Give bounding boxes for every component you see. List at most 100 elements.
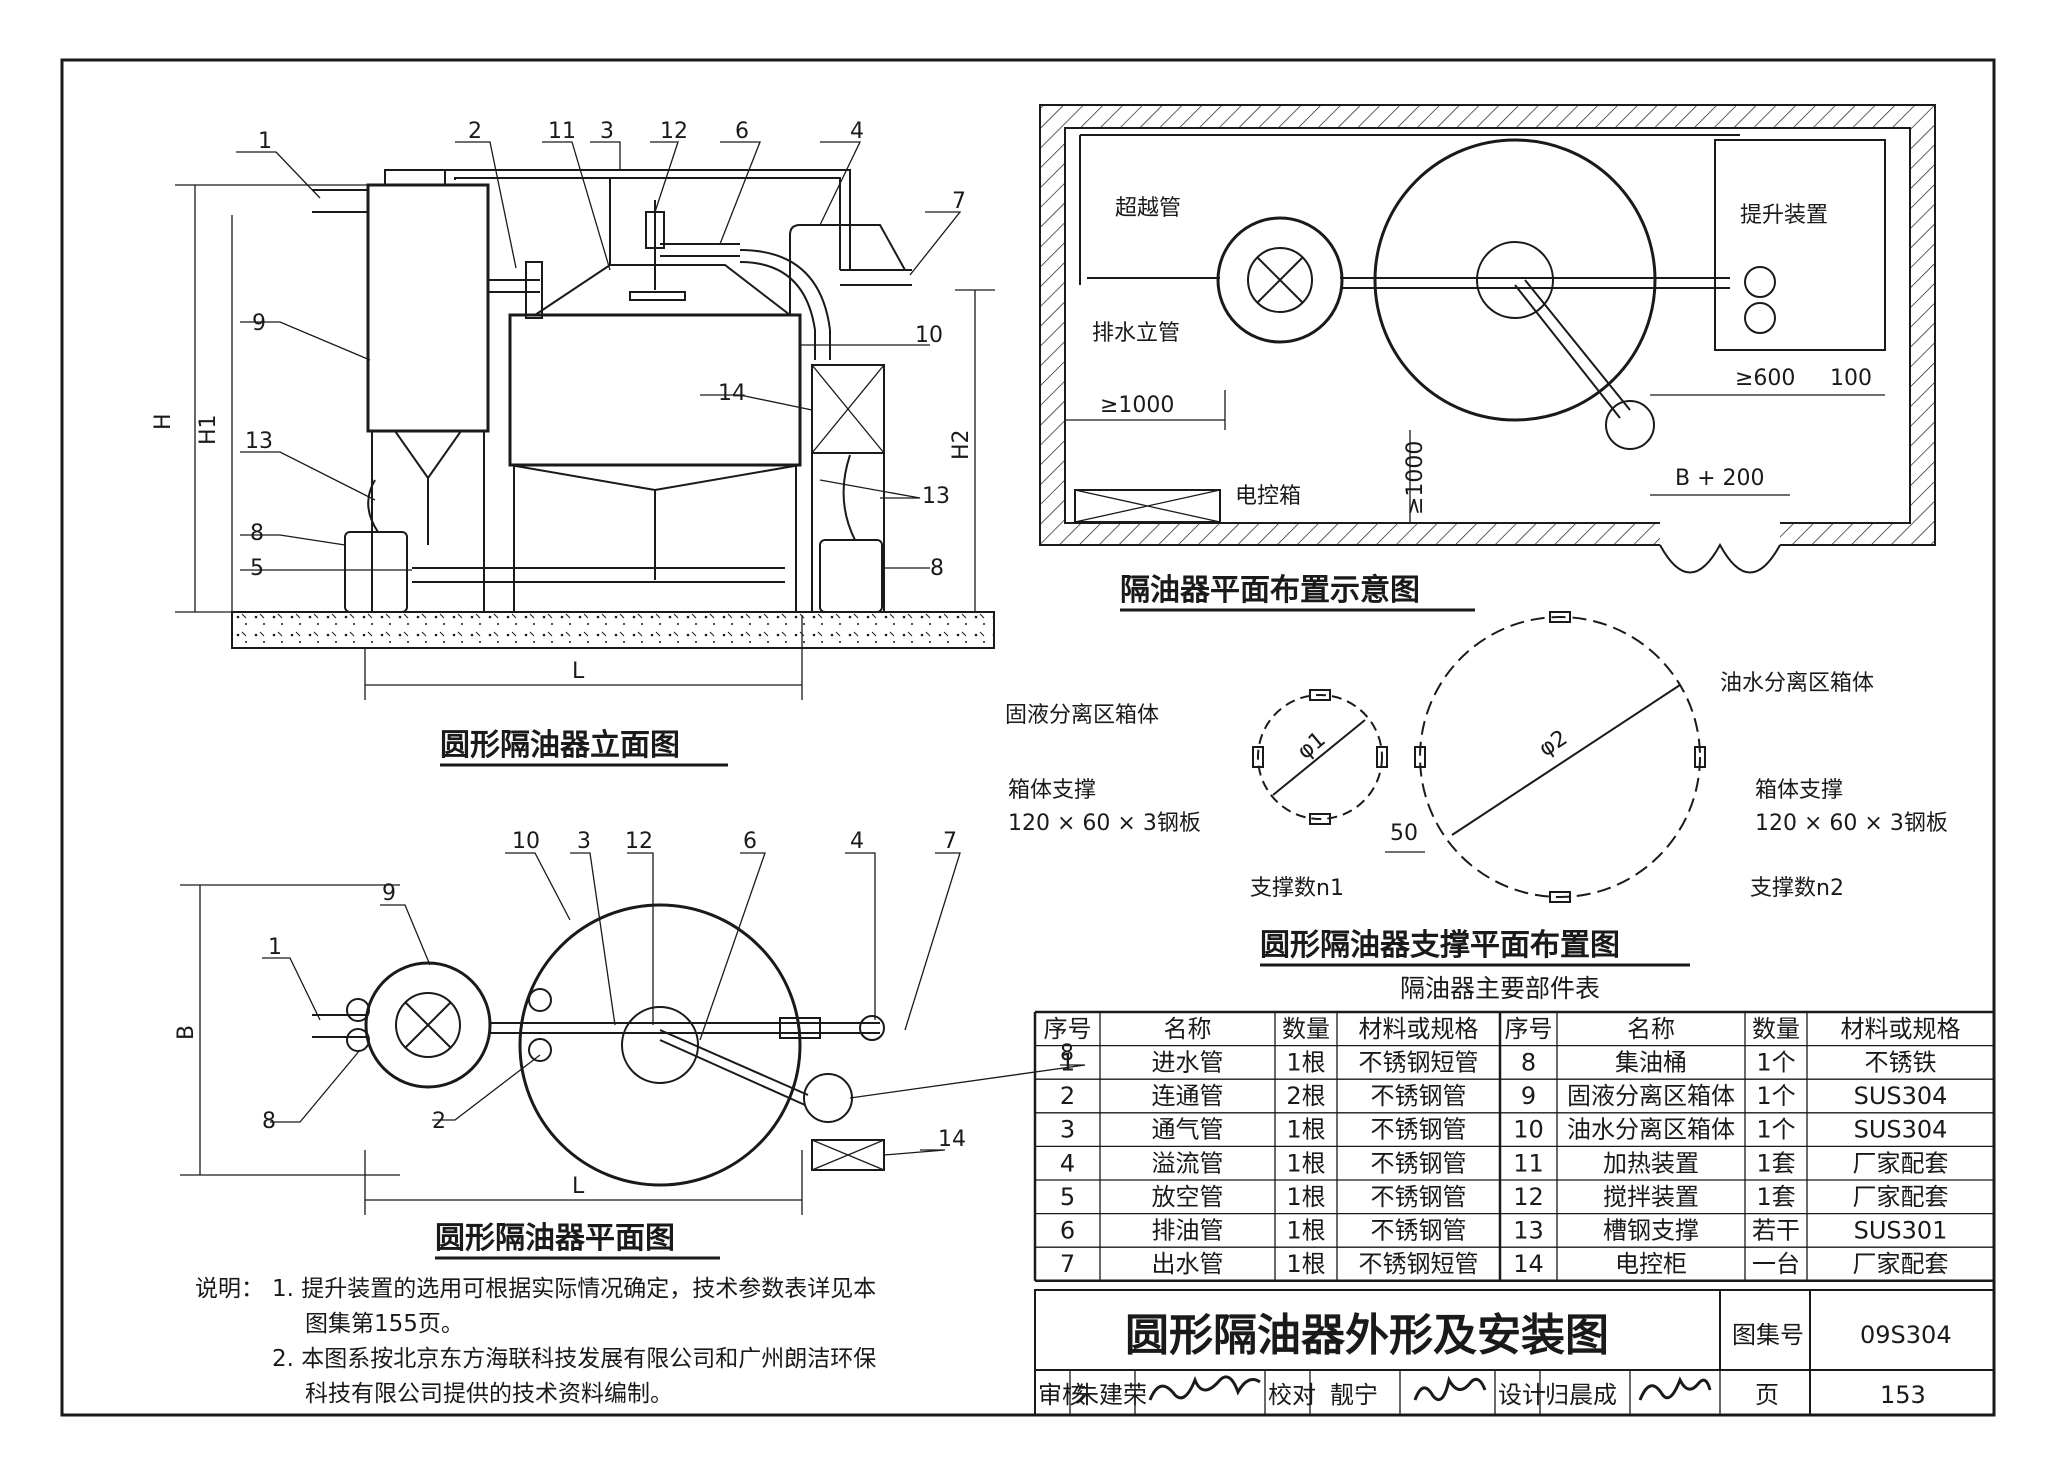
- label-n1: 支撑数n1: [1250, 876, 1344, 901]
- oil-bucket-right: [819, 539, 883, 613]
- label-support-left-spec: 120 × 60 × 3钢板: [1008, 811, 1201, 836]
- dim-b200: B + 200: [1675, 466, 1765, 491]
- table-cell: 1个: [1756, 1116, 1795, 1144]
- sheet-border: [60, 58, 1996, 1417]
- note-2b: 科技有限公司提供的技术资料编制。: [305, 1381, 673, 1407]
- oil-drain-plan: [659, 1029, 809, 1096]
- table-header-cell: 数量: [1282, 1015, 1330, 1043]
- atlas-number: 09S304: [1860, 1321, 1952, 1349]
- page-label: 页: [1755, 1381, 1779, 1409]
- callout-12: 12: [660, 119, 688, 144]
- room-wall-inner: [1064, 127, 1911, 524]
- designer-name: 归晨成: [1545, 1381, 1617, 1409]
- label-support-right: 箱体支撑: [1755, 778, 1843, 803]
- table-cell: 不锈钢管: [1371, 1216, 1467, 1244]
- table-cell: 7: [1060, 1250, 1075, 1278]
- atlas-label: 图集号: [1732, 1321, 1804, 1349]
- callout-8-left: 8: [250, 521, 264, 546]
- oil-water-tank: [508, 313, 802, 467]
- overflow-pipe: [789, 224, 910, 315]
- table-cell: 厂家配套: [1853, 1250, 1949, 1278]
- table-header-cell: 序号: [1044, 1015, 1092, 1043]
- table-cell: 搅拌装置: [1603, 1183, 1699, 1211]
- table-cell: 油水分离区箱体: [1567, 1116, 1735, 1144]
- table-cell: 放空管: [1152, 1183, 1224, 1211]
- callout-5: 5: [250, 556, 264, 581]
- table-cell: 1根: [1286, 1183, 1325, 1211]
- table-cell: 1根: [1286, 1116, 1325, 1144]
- table-cell: 1根: [1286, 1250, 1325, 1278]
- callout-13-right: 13: [922, 484, 950, 509]
- layout-oil-bucket: [1605, 400, 1655, 450]
- table-cell: 14: [1513, 1250, 1544, 1278]
- table-cell: 10: [1513, 1116, 1544, 1144]
- table-header-cell: 名称: [1164, 1015, 1212, 1043]
- title-block: 圆形隔油器外形及安装图 图集号 09S304 审核 朱建荣 校对 靓宁 设计 归…: [1034, 1289, 1995, 1416]
- drawing-title: 圆形隔油器外形及安装图: [1125, 1310, 1609, 1361]
- callout-2: 2: [468, 119, 482, 144]
- table-cell: 1根: [1286, 1149, 1325, 1177]
- table-cell: 加热装置: [1603, 1149, 1699, 1177]
- plan-callout-2: 2: [432, 1109, 446, 1134]
- table-cell: 固液分离区箱体: [1567, 1082, 1735, 1110]
- note-1b: 图集第155页。: [305, 1311, 464, 1337]
- lift-device-box: [1714, 139, 1886, 351]
- plan-callout-8-left: 8: [262, 1109, 276, 1134]
- review-label: 审核: [1038, 1381, 1086, 1409]
- callout-1: 1: [258, 129, 272, 154]
- table-cell: 进水管: [1152, 1048, 1224, 1076]
- note-1a: 1. 提升装置的选用可根据实际情况确定，技术参数表详见本: [272, 1276, 876, 1302]
- table-cell: 出水管: [1152, 1250, 1224, 1278]
- table-cell: 通气管: [1152, 1116, 1224, 1144]
- label-n2: 支撑数n2: [1750, 876, 1844, 901]
- callout-3: 3: [600, 119, 614, 144]
- solid-liquid-tank: [366, 183, 490, 433]
- table-header-cell: 材料或规格: [1841, 1015, 1961, 1043]
- callout-10: 10: [915, 323, 943, 348]
- table-cell: 连通管: [1152, 1082, 1224, 1110]
- plan-callout-1: 1: [268, 935, 282, 960]
- table-header-cell: 材料或规格: [1359, 1015, 1479, 1043]
- table-cell: 电控柜: [1615, 1250, 1687, 1278]
- table-header-cell: 名称: [1627, 1015, 1675, 1043]
- table-cell: 排油管: [1152, 1216, 1224, 1244]
- table-cell: 11: [1513, 1149, 1544, 1177]
- callout-14: 14: [718, 381, 746, 406]
- plan-callout-6: 6: [743, 829, 757, 854]
- layout-oil-tank: [1373, 138, 1657, 422]
- plan-title: 圆形隔油器平面图: [435, 1221, 675, 1256]
- layout-control-box: [1074, 489, 1221, 523]
- table-cell: SUS301: [1854, 1216, 1948, 1244]
- table-cell: 不锈钢短管: [1359, 1250, 1479, 1278]
- oil-hose: [739, 249, 831, 360]
- dim-H: H: [151, 413, 176, 430]
- ground-slab: [231, 611, 995, 649]
- label-oil-zone: 油水分离区箱体: [1720, 671, 1874, 696]
- solid-tank-cone: [368, 430, 488, 480]
- dim-L: L: [572, 659, 585, 684]
- table-cell: 厂家配套: [1853, 1183, 1949, 1211]
- page-number: 153: [1880, 1381, 1926, 1409]
- callout-4: 4: [850, 119, 864, 144]
- support-title: 圆形隔油器支撑平面布置图: [1260, 928, 1620, 963]
- table-cell: 不锈铁: [1865, 1048, 1937, 1076]
- table-cell: SUS304: [1854, 1116, 1948, 1144]
- support-solid-circle: [1257, 694, 1383, 820]
- oil-water-tank-outline: [518, 903, 802, 1187]
- layout-solid-tank: [1216, 216, 1344, 344]
- plan-callout-7: 7: [943, 829, 957, 854]
- table-cell: 不锈钢管: [1371, 1183, 1467, 1211]
- oil-tank-cone: [509, 464, 801, 492]
- plan-callout-8-right: 8: [1060, 1041, 1074, 1066]
- table-cell: 一台: [1752, 1250, 1800, 1278]
- plan-callout-10: 10: [512, 829, 540, 854]
- oil-tank-roof: [534, 264, 791, 316]
- table-cell: 不锈钢管: [1371, 1116, 1467, 1144]
- label-phi2: φ2: [1535, 726, 1573, 762]
- table-cell: 4: [1060, 1149, 1075, 1177]
- table-cell: 不锈钢短管: [1359, 1048, 1479, 1076]
- dim-100: 100: [1830, 366, 1872, 391]
- support-view: φ1 φ2 50 固液分离区箱体 油水分离区箱体 箱体支撑 120 × 60 ×…: [1005, 611, 1948, 967]
- callout-6: 6: [735, 119, 749, 144]
- callout-7: 7: [952, 189, 966, 214]
